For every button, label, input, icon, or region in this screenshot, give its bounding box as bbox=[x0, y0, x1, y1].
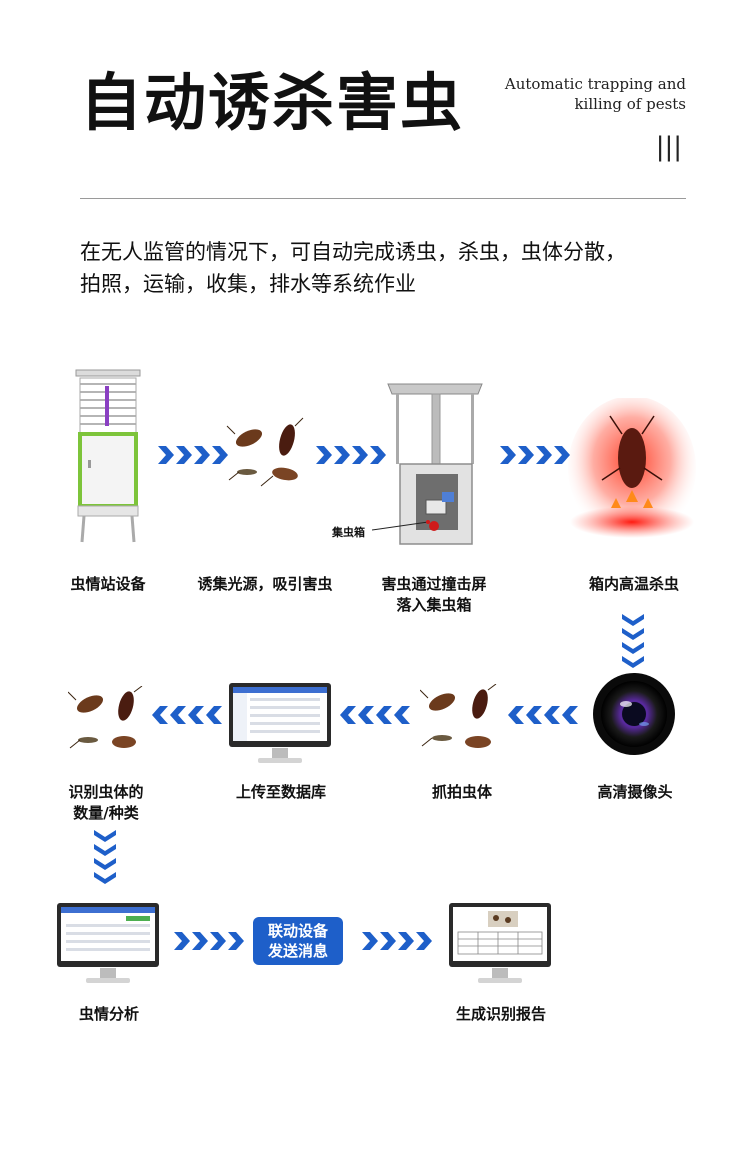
notify-badge-line-2: 发送消息 bbox=[267, 942, 328, 960]
description: 在无人监管的情况下，可自动完成诱虫，杀虫，虫体分散， 拍照，运输，收集，排水等系… bbox=[80, 236, 720, 300]
arrow-left-3 bbox=[508, 706, 578, 724]
callout-line bbox=[372, 520, 430, 531]
pest-station-device-image bbox=[75, 369, 141, 543]
identified-pests-icon bbox=[68, 686, 143, 749]
step-camera-label: 高清摄像头 bbox=[597, 783, 673, 801]
description-line-2: 拍照，运输，收集，排水等系统作业 bbox=[80, 272, 416, 296]
description-line-1: 在无人监管的情况下，可自动完成诱虫，杀虫，虫体分散， bbox=[80, 240, 626, 264]
step-identify-line-2: 数量/种类 bbox=[73, 804, 139, 822]
heat-kill-image bbox=[568, 398, 696, 540]
step-impact-line-2: 落入集虫箱 bbox=[396, 596, 472, 614]
subtitle-line-2: killing of pests bbox=[574, 95, 686, 113]
decorative-bars: ||| bbox=[655, 132, 682, 162]
report-monitor-image bbox=[449, 903, 551, 983]
notify-badge: 联动设备 发送消息 bbox=[253, 917, 343, 965]
collection-box-device-image bbox=[387, 383, 483, 545]
step-analysis-label: 虫情分析 bbox=[78, 1005, 139, 1023]
step-impact-label: 害虫通过撞击屏 落入集虫箱 bbox=[362, 574, 506, 616]
step-station-label: 虫情站设备 bbox=[70, 575, 146, 593]
step-upload-label: 上传至数据库 bbox=[235, 783, 326, 801]
page-title: 自动诱杀害虫 bbox=[80, 66, 465, 139]
notify-badge-line-1: 联动设备 bbox=[267, 922, 328, 940]
step-capture-label: 抓拍虫体 bbox=[431, 783, 492, 801]
step-heat-label: 箱内高温杀虫 bbox=[588, 575, 679, 593]
step-identify-line-1: 识别虫体的 bbox=[68, 783, 144, 801]
analysis-monitor-image bbox=[57, 903, 159, 983]
collector-callout-label: 集虫箱 bbox=[332, 526, 365, 539]
arrow-right-3 bbox=[500, 446, 570, 464]
subtitle-line-1: Automatic trapping and bbox=[504, 75, 686, 93]
database-monitor-image bbox=[229, 683, 331, 763]
arrow-left-2 bbox=[340, 706, 410, 724]
arrow-down-2 bbox=[94, 830, 116, 884]
divider bbox=[80, 198, 686, 199]
arrow-right-5 bbox=[362, 932, 432, 950]
arrow-left-1 bbox=[152, 706, 222, 724]
arrow-down-1 bbox=[622, 614, 644, 668]
step-identify-label: 识别虫体的 数量/种类 bbox=[50, 782, 162, 824]
captured-pests-icon bbox=[420, 684, 497, 748]
english-subtitle: Automatic trapping and killing of pests bbox=[505, 74, 686, 114]
step-lure-label: 诱集光源，吸引害虫 bbox=[197, 575, 333, 593]
step-report-label: 生成识别报告 bbox=[455, 1005, 546, 1023]
pests-cluster-icon bbox=[226, 417, 304, 487]
arrow-right-4 bbox=[174, 932, 244, 950]
arrow-right-1 bbox=[158, 446, 228, 464]
arrow-right-2 bbox=[316, 446, 386, 464]
camera-lens-image bbox=[593, 673, 675, 755]
step-impact-line-1: 害虫通过撞击屏 bbox=[381, 575, 487, 593]
